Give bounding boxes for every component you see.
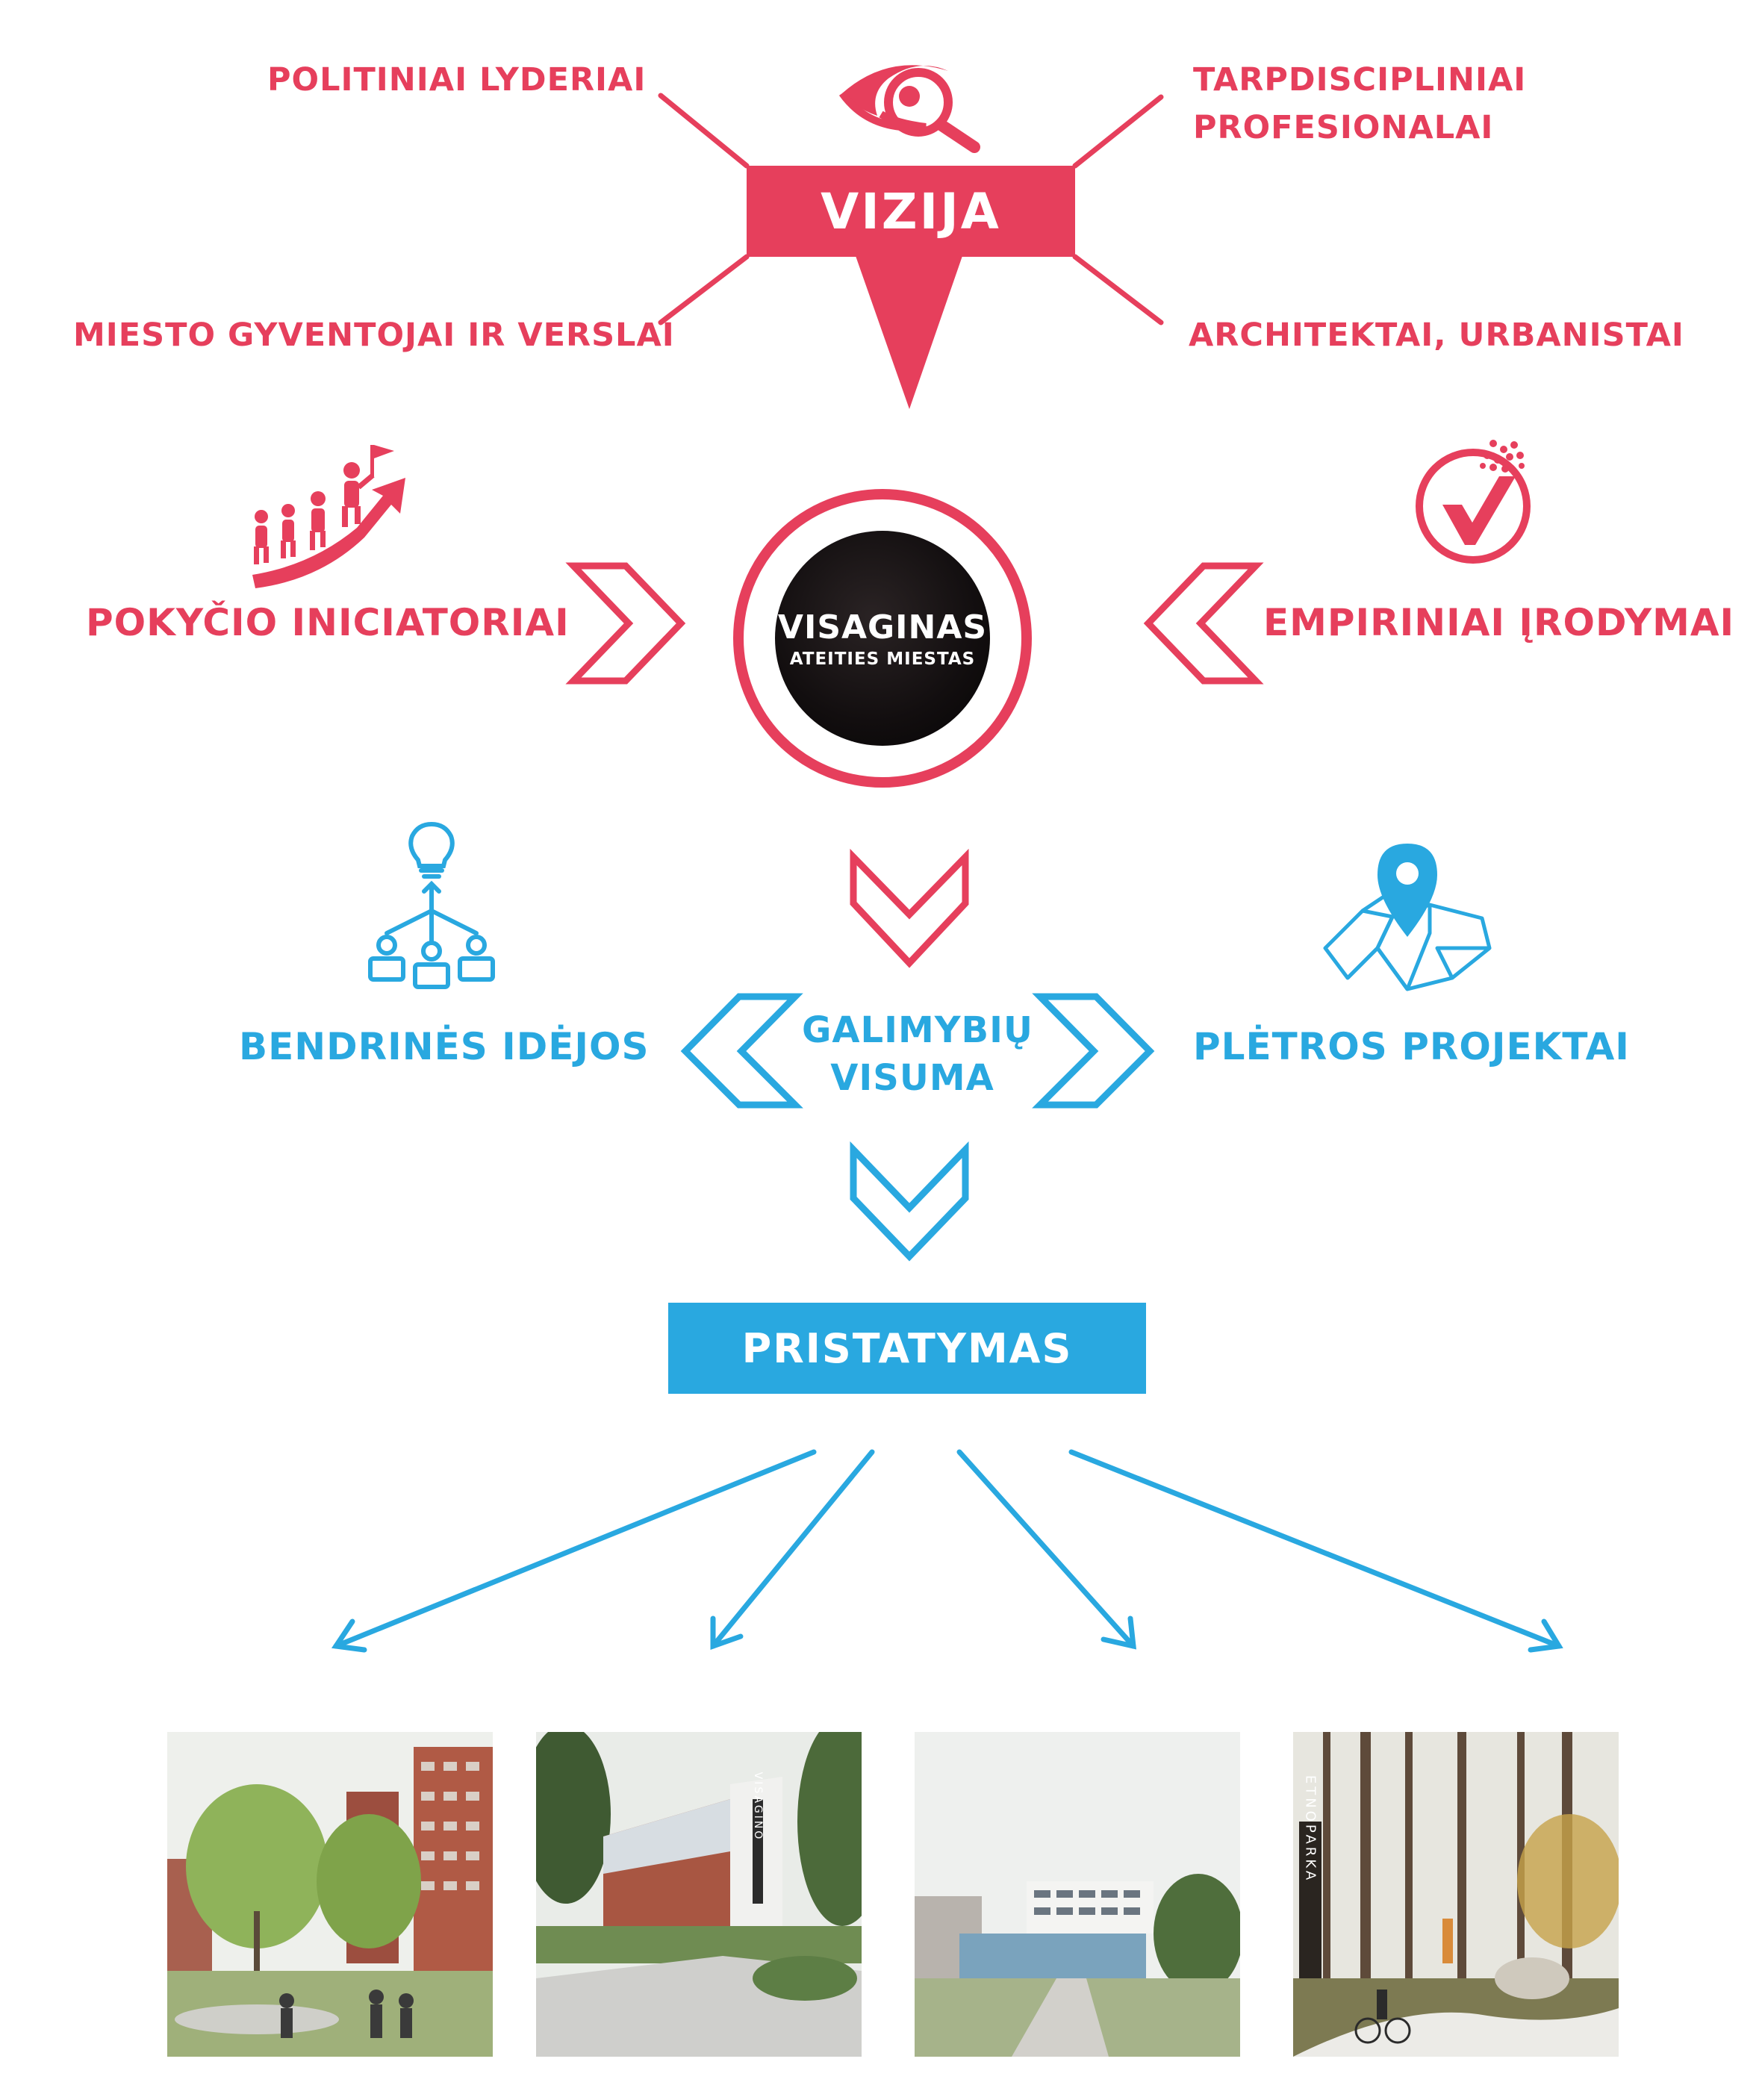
chevron-right-red-icon [573, 566, 681, 681]
vizija-label: VIZIJA [821, 183, 1001, 240]
photo-courtyard [167, 1732, 493, 2057]
chevron-left-blue-icon [685, 997, 795, 1105]
visuma-label: VISUMA [802, 1057, 1023, 1099]
empiriniai-irodymai-label: EMPIRINIAI ĮRODYMAI [1263, 601, 1734, 644]
architektai-label: ARCHITEKTAI, URBANISTAI [1189, 317, 1684, 354]
politiniai-lyderiai-label: POLITINIAI LYDERIAI [267, 61, 646, 99]
chevron-down-blue-icon [853, 1150, 965, 1256]
pokycio-iniciatoriai-label: POKYČIO INICIATORIAI [86, 601, 570, 644]
eye-search-icon [836, 49, 986, 153]
chevron-right-blue-icon [1040, 997, 1150, 1105]
visaginas-subtitle: ATEITIES MIESTAS [790, 649, 976, 669]
pristatymas-box: PRISTATYMAS [668, 1303, 1146, 1394]
etnoparka-sign: ETNOPARKA [1303, 1775, 1319, 1883]
visaginas-photo: VISAGINAS ATEITIES MIESTAS [775, 531, 990, 746]
visaginas-circle: VISAGINAS ATEITIES MIESTAS [733, 489, 1032, 788]
photo-modern-street [915, 1732, 1240, 2057]
visaginas-title: VISAGINAS [778, 608, 987, 646]
photo-visagino-building: VISAGINO [536, 1732, 862, 2057]
vizija-box: VIZIJA [747, 166, 1075, 257]
bendrines-idejos-label: BENDRINĖS IDĖJOS [239, 1025, 650, 1068]
pristatymas-arrows [336, 1452, 1559, 1650]
miesto-gyventojai-label: MIESTO GYVENTOJAI IR VERSLAI [73, 317, 675, 354]
check-target-icon [1410, 433, 1544, 567]
climbing-people-icon [245, 442, 409, 591]
pletros-projektai-label: PLĖTROS PROJEKTAI [1193, 1025, 1630, 1068]
idea-network-icon [364, 821, 499, 993]
profesionalai-label: PROFESIONALAI [1193, 109, 1493, 146]
map-pin-icon [1318, 836, 1497, 993]
vizija-pointer [855, 254, 963, 409]
photo-forest-etnoparka: ETNOPARKA [1293, 1732, 1619, 2057]
pristatymas-label: PRISTATYMAS [742, 1325, 1073, 1372]
visagino-sign: VISAGINO [752, 1772, 764, 1842]
galimybiu-label: GALIMYBIŲ [802, 1009, 1023, 1051]
chevron-left-red-icon [1148, 566, 1256, 681]
tarpdisciplininiai-label: TARPDISCIPLINIAI [1193, 61, 1526, 99]
chevron-down-red-icon [853, 857, 965, 963]
